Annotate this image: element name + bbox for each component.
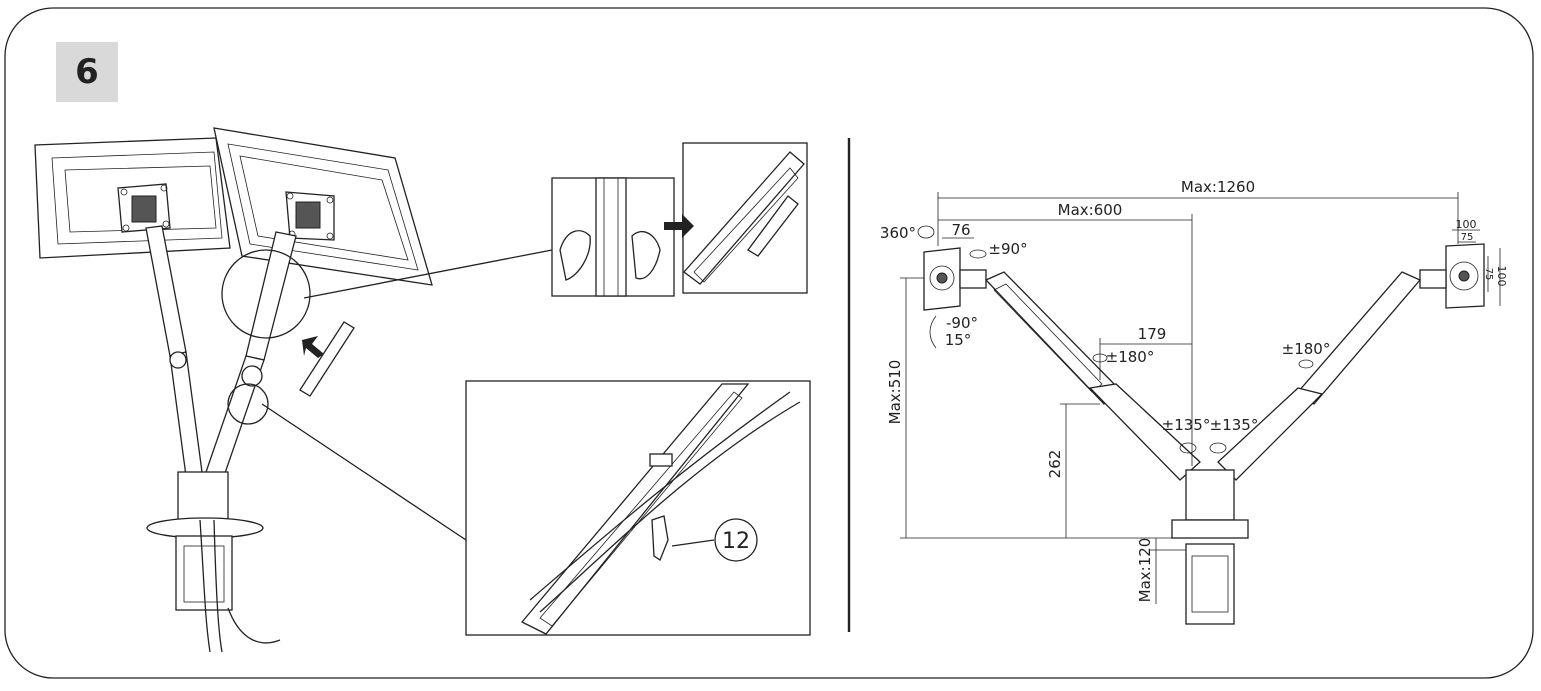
max-arm-label: Max:600 [1058, 201, 1123, 219]
center-post [177, 471, 229, 523]
dimension-drawing: Max:1260 Max:600 76 179 Max:510 262 Max:… [880, 178, 1508, 625]
max-width-label: Max:1260 [1181, 178, 1255, 196]
detail-hands-inserting-cover [551, 177, 675, 297]
step-number-badge: 6 [56, 42, 118, 102]
insert-arrow [302, 336, 324, 358]
elbow-left-icon [1092, 353, 1108, 363]
part-number-label: 12 [722, 529, 750, 554]
rotate-360-icon [917, 225, 935, 239]
tilt-neg90-label: -90° [946, 314, 978, 332]
elbow-left-label: ±180° [1106, 348, 1155, 366]
max-height-label: Max:510 [886, 360, 904, 425]
desk-clamp [175, 535, 233, 611]
vesa-75-top-label: 75 [1461, 232, 1474, 243]
assembled-mount-illustration [34, 127, 553, 653]
detail-cable-clip [465, 380, 811, 636]
elbow-right-icon [1298, 359, 1314, 369]
page-frame [4, 7, 1534, 679]
base-left-label: ±135° [1162, 416, 1211, 434]
cover-magnifier [221, 249, 311, 339]
tilt-15-label: 15° [945, 331, 972, 349]
detail-cover-attached [664, 142, 808, 294]
dim-right-upper-arm [1297, 271, 1422, 405]
base-collar [146, 517, 264, 539]
base-right-icon [1209, 442, 1227, 454]
base-right-label: ±135° [1210, 416, 1259, 434]
right-vesa-plate [285, 191, 335, 241]
attach-arrow [664, 214, 694, 238]
base-left-icon [1179, 442, 1197, 454]
dim-right-lower-arm [1217, 387, 1324, 481]
dim-clamp [1185, 543, 1235, 625]
vesa-75-side-label: 75 [1483, 268, 1494, 281]
left-lower-arm [169, 351, 203, 477]
height-262-label: 262 [1046, 450, 1064, 479]
swivel-90-label: ±90° [988, 240, 1027, 258]
rotate-360-label: 360° [880, 224, 916, 242]
vesa-100-top-label: 100 [1456, 218, 1477, 231]
clip-magnifier [227, 383, 269, 425]
vesa-100-side-label: 100 [1495, 266, 1508, 287]
dim-left-lower-arm [1088, 383, 1201, 481]
step-number: 6 [75, 52, 99, 92]
tilt-icon [929, 315, 937, 349]
cable-cover-piece [299, 321, 355, 397]
cable-clip-part [651, 515, 669, 561]
max-clamp-label: Max:120 [1136, 538, 1154, 603]
width-179-label: 179 [1138, 325, 1167, 343]
offset-76-label: 76 [951, 221, 970, 239]
part-number-circle [714, 518, 758, 562]
swivel-90-icon [969, 249, 987, 259]
dim-post [1185, 469, 1235, 521]
left-vesa-plate [117, 183, 171, 233]
elbow-right-label: ±180° [1282, 340, 1331, 358]
